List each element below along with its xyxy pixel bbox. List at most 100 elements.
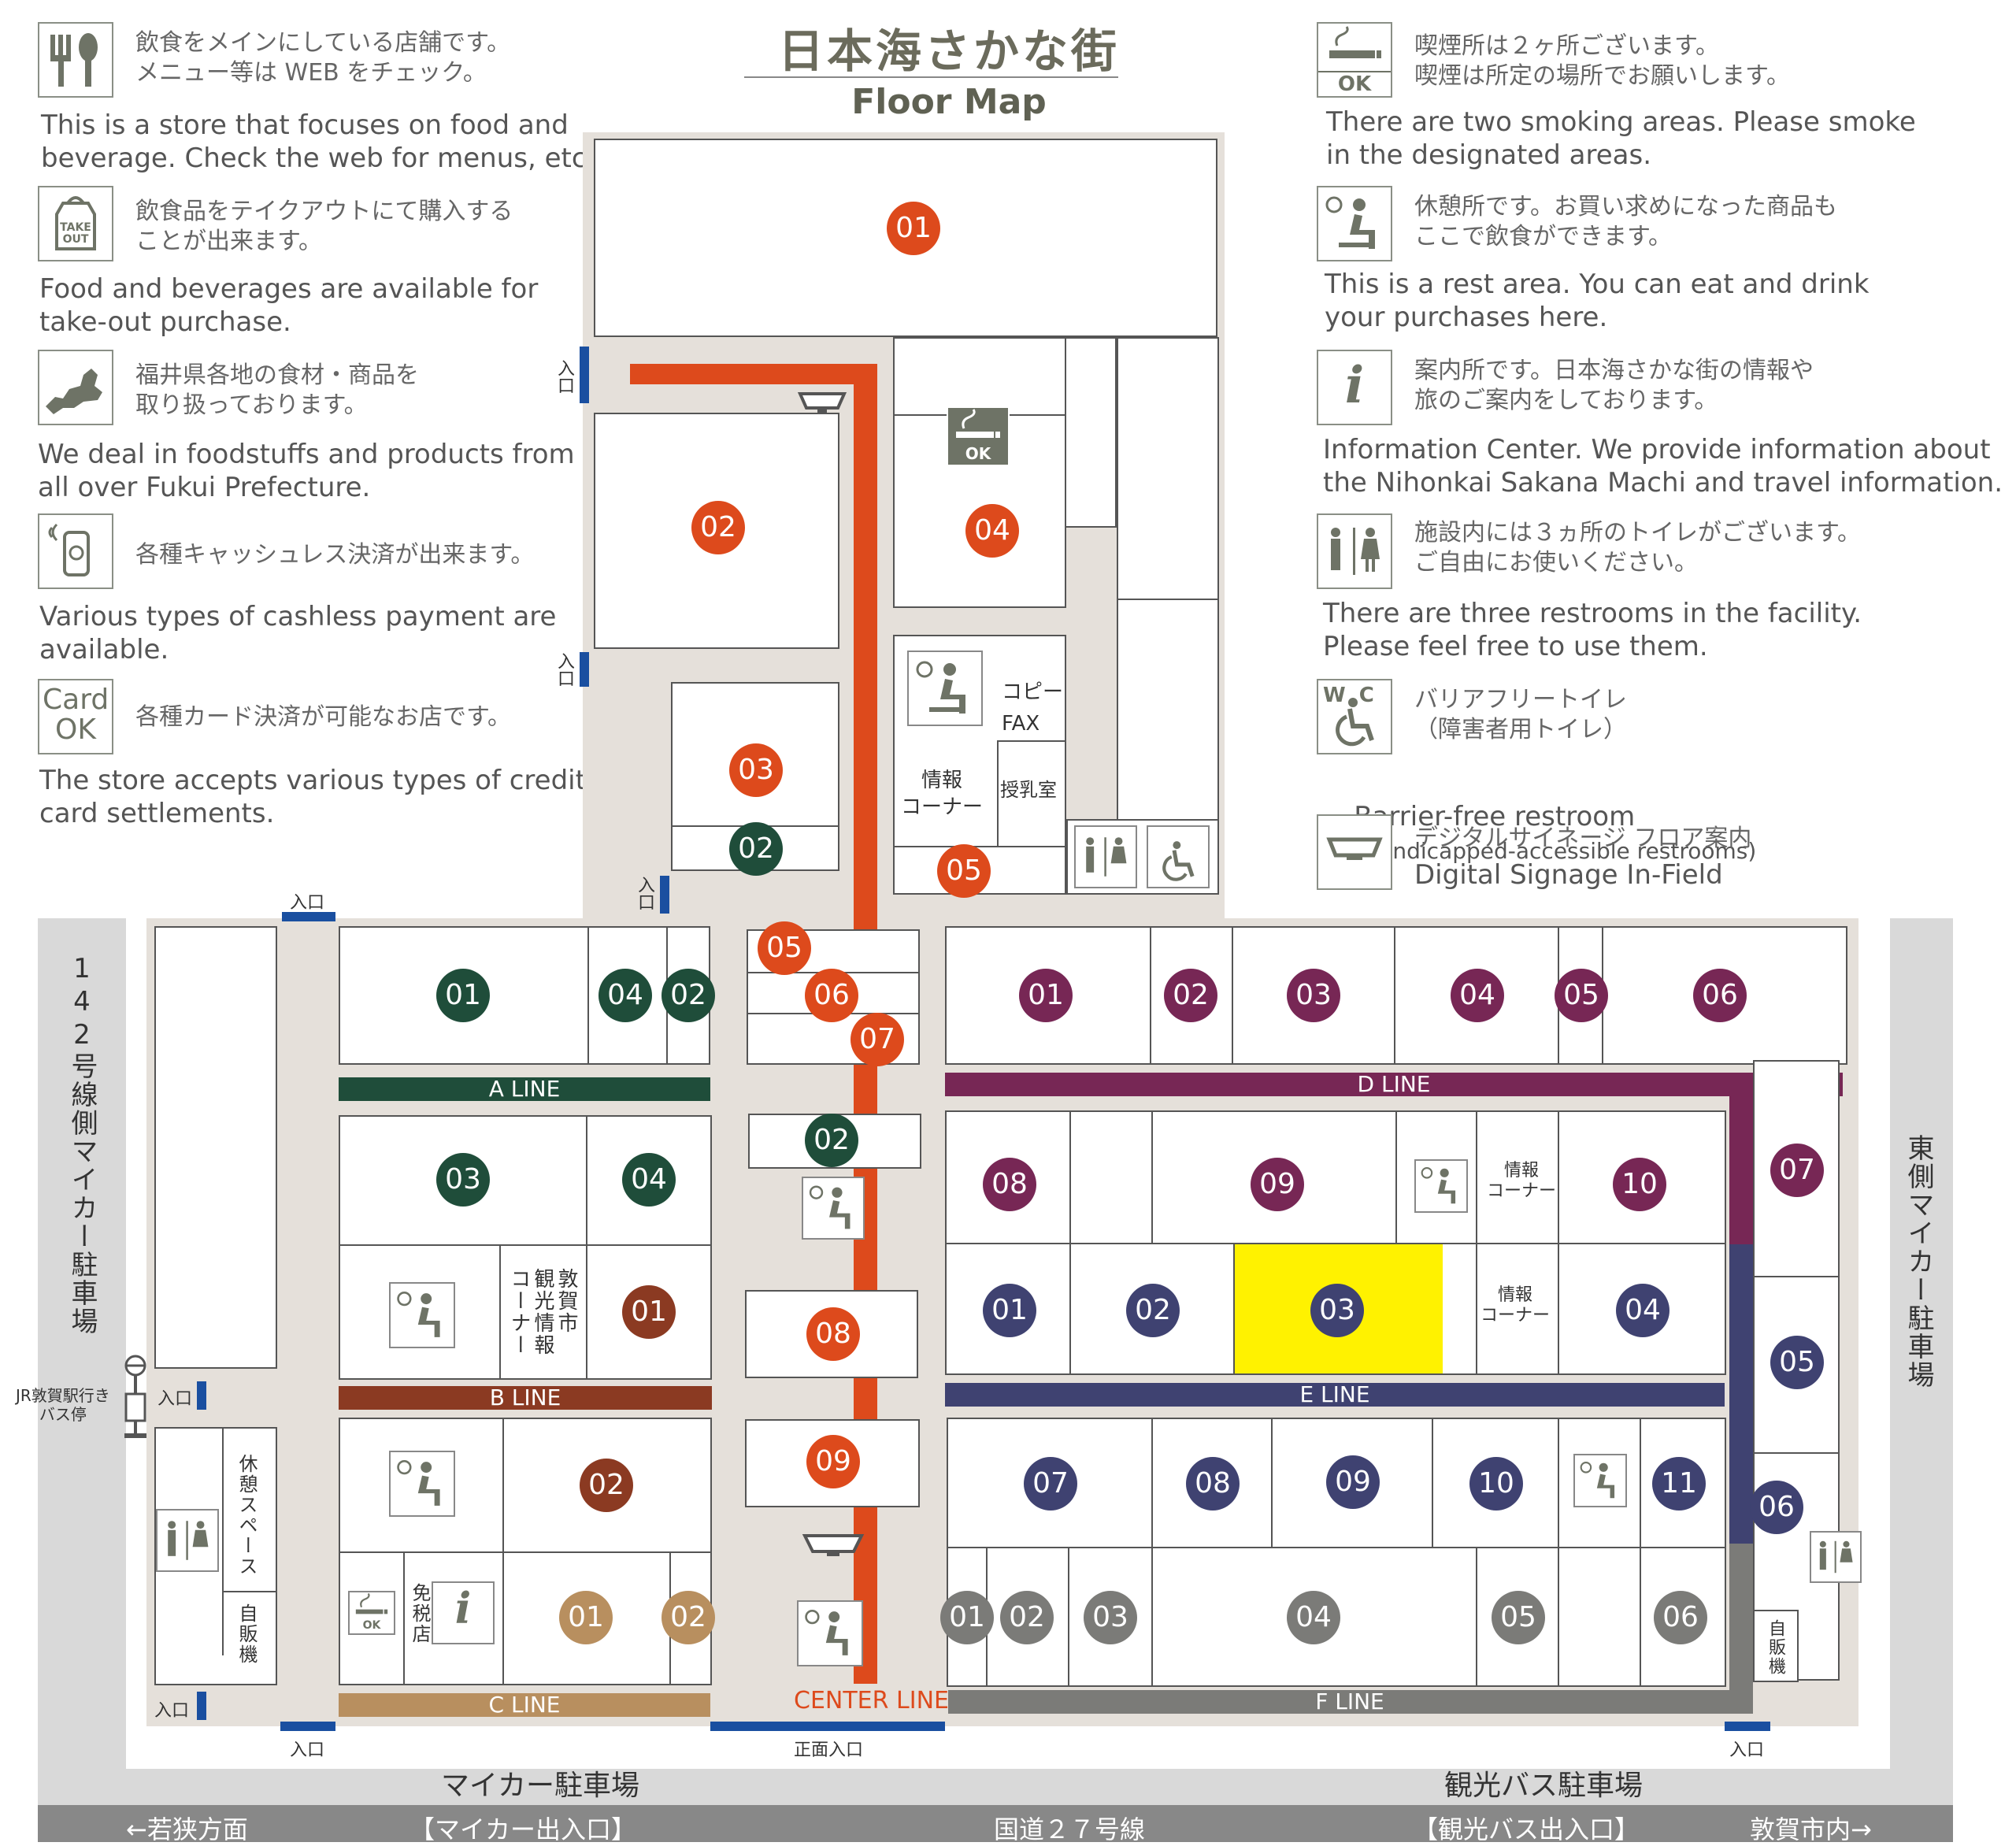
- ef-div-4: [1558, 1418, 1559, 1687]
- shop-marker-e-05[interactable]: 05: [1770, 1336, 1824, 1389]
- shop-marker-a-02[interactable]: 02: [662, 969, 715, 1022]
- shop-marker-center-02[interactable]: 02: [691, 501, 745, 554]
- shop-marker-c-01[interactable]: 01: [559, 1591, 613, 1644]
- entrance-upper-1[interactable]: [580, 347, 589, 403]
- shop-marker-e-02[interactable]: 02: [1126, 1284, 1180, 1337]
- rest-area-marker-b: [389, 1282, 455, 1348]
- road-strip: [38, 1805, 1953, 1842]
- shop-block-04-top[interactable]: [893, 337, 1066, 416]
- shop-marker-a-03[interactable]: 03: [436, 1153, 490, 1207]
- info-corner-d-label: 情報 コーナー: [1487, 1161, 1557, 1201]
- entrance-bottom-right[interactable]: [1725, 1722, 1770, 1731]
- road-car-entrance-label: 【マイカー出入口】: [410, 1814, 637, 1844]
- rest-area-marker-center: [802, 1177, 865, 1240]
- shop-marker-d-06[interactable]: 06: [1693, 969, 1747, 1022]
- shop-marker-f-04[interactable]: 04: [1287, 1591, 1340, 1644]
- entrance-top-left[interactable]: [282, 912, 335, 921]
- shop-marker-d-10[interactable]: 10: [1613, 1158, 1666, 1211]
- left-parking-label: 142号線側マイカー駐車場: [66, 953, 98, 1336]
- shop-marker-f-06[interactable]: 06: [1654, 1591, 1707, 1644]
- shop-marker-center-01[interactable]: 01: [887, 202, 940, 255]
- shop-marker-f-03[interactable]: 03: [1084, 1591, 1137, 1644]
- entrance-upper-2[interactable]: [580, 652, 589, 687]
- shop-marker-center-09[interactable]: 09: [806, 1435, 860, 1488]
- shop-marker-center-05b[interactable]: 05: [758, 921, 811, 975]
- shop-marker-f-02[interactable]: 02: [1000, 1591, 1054, 1644]
- shop-marker-b-02[interactable]: 02: [580, 1459, 633, 1512]
- d-low-div-2: [1151, 1110, 1153, 1243]
- shop-marker-e-11[interactable]: 11: [1652, 1457, 1706, 1511]
- shop-marker-f-01[interactable]: 01: [940, 1591, 994, 1644]
- shop-block-right-tall[interactable]: [1117, 337, 1219, 600]
- info-corner-e-label: 情報 コーナー: [1480, 1285, 1551, 1325]
- bus-stop-label: JR敦賀駅行き バス停: [16, 1386, 110, 1424]
- entrance-upper-3[interactable]: [660, 876, 669, 914]
- center-line-path-h: [630, 364, 877, 384]
- takeout-bag-icon: TAKE OUT: [38, 186, 113, 261]
- shop-marker-center-08[interactable]: 08: [806, 1307, 860, 1361]
- shop-block-narrow[interactable]: [1065, 337, 1117, 528]
- entrance-bottom-left[interactable]: [280, 1722, 335, 1731]
- shop-marker-b-01[interactable]: 01: [622, 1285, 676, 1339]
- main-entrance[interactable]: [710, 1722, 945, 1731]
- shop-marker-f-05[interactable]: 05: [1492, 1591, 1545, 1644]
- takeout-icon-text: TAKE OUT: [60, 221, 91, 246]
- shop-marker-d-07[interactable]: 07: [1770, 1144, 1824, 1197]
- shop-marker-e-08[interactable]: 08: [1186, 1457, 1240, 1511]
- main-entrance-label: 正面入口: [794, 1740, 864, 1760]
- entrance-left-mid[interactable]: [197, 1381, 206, 1410]
- a-line-block[interactable]: [339, 926, 710, 1065]
- shop-marker-d-02[interactable]: 02: [1164, 969, 1217, 1022]
- legend-fukui-jp: 福井県各地の食材・商品を 取り扱っております。: [135, 361, 419, 419]
- shop-marker-center-02c[interactable]: 02: [805, 1114, 858, 1167]
- rest-area-marker-center-lower: [797, 1600, 863, 1666]
- entrance-left-bottom[interactable]: [197, 1692, 206, 1720]
- shop-marker-center-03[interactable]: 03: [729, 743, 783, 797]
- shop-marker-e-01[interactable]: 01: [983, 1284, 1036, 1337]
- shop-marker-d-03[interactable]: 03: [1287, 969, 1340, 1022]
- legend-restroom-jp: 施設内には３ヵ所のトイレがございます。 ご自由にお使いください。: [1414, 519, 1861, 576]
- shop-marker-d-04[interactable]: 04: [1451, 969, 1504, 1022]
- shop-marker-e-03[interactable]: 03: [1310, 1284, 1364, 1337]
- a-lower-hdivider: [339, 1244, 712, 1246]
- shop-marker-center-07[interactable]: 07: [850, 1013, 904, 1066]
- rest-space-label: 休憩スペース: [235, 1454, 258, 1577]
- entrance-top-left-label: 入口: [290, 893, 325, 913]
- shop-marker-e-07[interactable]: 07: [1024, 1457, 1077, 1511]
- d-top-div-1: [1150, 926, 1151, 1065]
- shop-marker-a-01[interactable]: 01: [436, 969, 490, 1022]
- shop-marker-d-09[interactable]: 09: [1251, 1158, 1304, 1211]
- legend-info-jp: 案内所です。日本海さかな街の情報や 旅のご案内をしております。: [1414, 357, 1814, 414]
- entrance-bottom-right-label: 入口: [1729, 1740, 1765, 1760]
- shop-marker-center-06[interactable]: 06: [805, 969, 858, 1022]
- shop-marker-center-04[interactable]: 04: [965, 504, 1019, 558]
- legend-barrierfree-en-main: Barrier-free restroom: [1354, 801, 1636, 832]
- vending-right-block: [1753, 1610, 1799, 1682]
- shop-marker-d-05[interactable]: 05: [1555, 969, 1608, 1022]
- rest-space-divider: [222, 1427, 224, 1655]
- legend-cashless-en: Various types of cashless payment are av…: [39, 601, 557, 665]
- smoking-area-lower: OK: [348, 1591, 395, 1635]
- shop-marker-e-10[interactable]: 10: [1469, 1457, 1523, 1511]
- shop-marker-e-04[interactable]: 04: [1616, 1284, 1670, 1337]
- smoking-area-upper: OK: [947, 406, 1010, 466]
- shop-marker-c-02[interactable]: 02: [662, 1591, 715, 1644]
- shop-marker-a-04b[interactable]: 04: [622, 1153, 676, 1207]
- shop-marker-center-02b[interactable]: 02: [729, 822, 783, 876]
- shop-block-right-lower[interactable]: [1117, 599, 1219, 821]
- e-line-bar: E LINE: [945, 1383, 1725, 1407]
- shop-marker-e-09[interactable]: 09: [1326, 1455, 1380, 1509]
- shop-marker-center-05[interactable]: 05: [937, 844, 991, 898]
- entrance-bottom-left-label: 入口: [290, 1740, 325, 1760]
- copy-label: コピー: [1002, 680, 1064, 704]
- shop-marker-e-06[interactable]: 06: [1750, 1481, 1803, 1534]
- info-marker-lower: i: [432, 1581, 495, 1644]
- shop-marker-d-01[interactable]: 01: [1019, 969, 1073, 1022]
- vending-left-label: 自販機: [235, 1603, 258, 1665]
- shop-marker-a-04[interactable]: 04: [598, 969, 652, 1022]
- center-line-label: CENTER LINE: [794, 1687, 949, 1714]
- shop-marker-d-08[interactable]: 08: [983, 1158, 1036, 1211]
- entrance-upper-3-label: 入口: [635, 876, 654, 910]
- map-title-jp: 日本海さかな街: [777, 24, 1120, 78]
- entrance-left-mid-label: 入口: [158, 1389, 193, 1409]
